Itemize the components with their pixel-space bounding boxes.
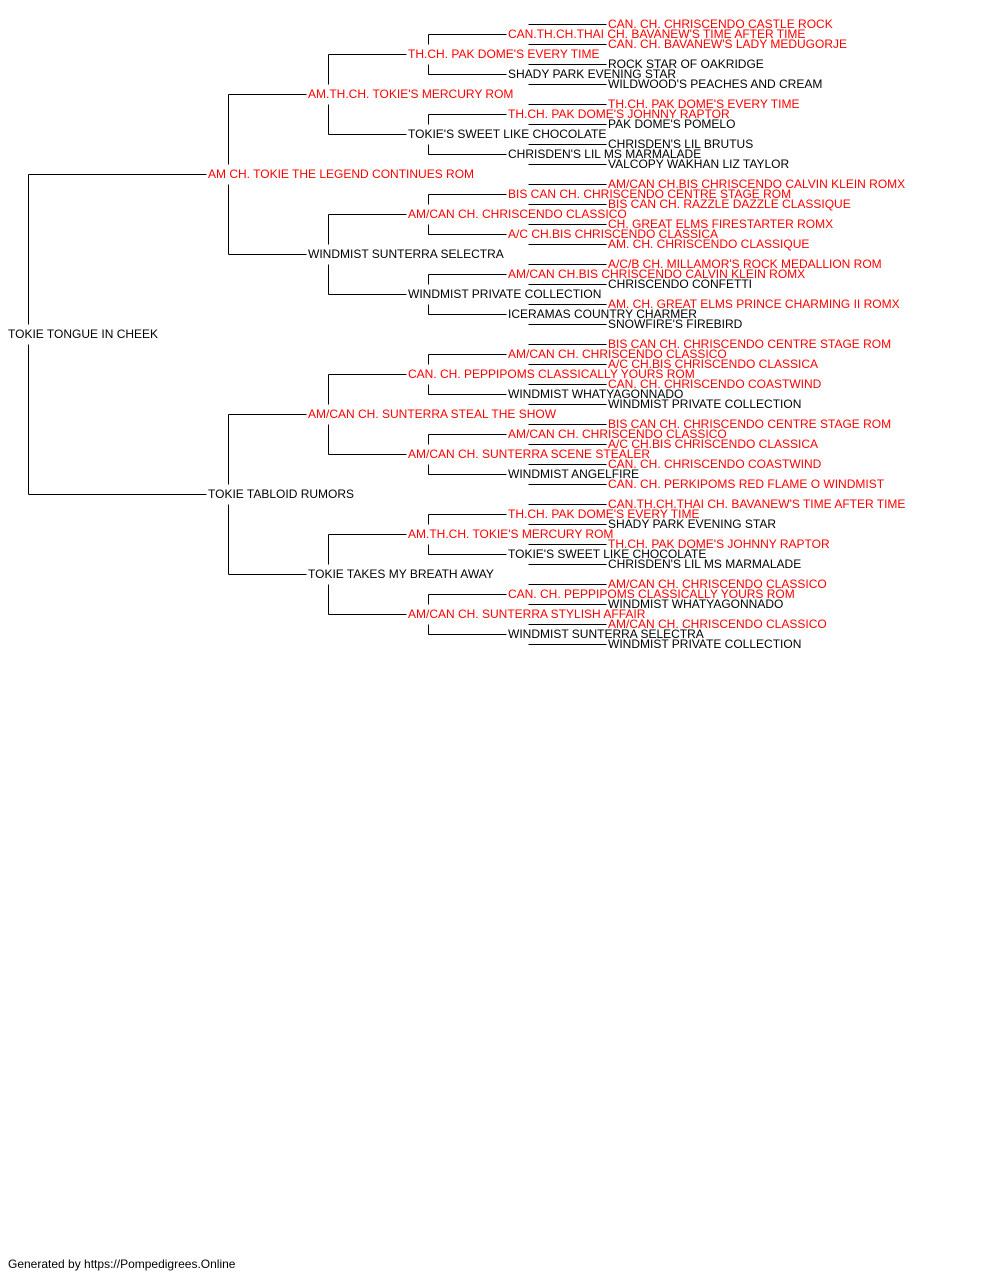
pedigree-node: SNOWFIRE'S FIREBIRD bbox=[608, 317, 743, 331]
pedigree-node: AM.TH.CH. TOKIE'S MERCURY ROM bbox=[308, 87, 514, 101]
pedigree-node: CAN. CH. CHRISCENDO COASTWIND bbox=[608, 457, 822, 471]
pedigree-node: BIS CAN CH. CHRISCENDO CENTRE STAGE ROM bbox=[608, 417, 892, 431]
pedigree-node: CAN. CH. PEPPIPOMS CLASSICALLY YOURS ROM bbox=[508, 587, 795, 601]
pedigree-node: AM/CAN CH. CHRISCENDO CLASSICO bbox=[608, 577, 827, 591]
pedigree-node: PAK DOME'S POMELO bbox=[608, 117, 736, 131]
pedigree-node: WINDMIST PRIVATE COLLECTION bbox=[608, 637, 802, 651]
pedigree-node: AM.TH.CH. TOKIE'S MERCURY ROM bbox=[408, 527, 614, 541]
pedigree-node: AM/CAN CH. SUNTERRA STYLISH AFFAIR bbox=[408, 607, 646, 621]
pedigree-node: ICERAMAS COUNTRY CHARMER bbox=[508, 307, 697, 321]
pedigree-node: CAN. CH. BAVANEW'S LADY MEDUGORJE bbox=[608, 37, 847, 51]
pedigree-node: AM/CAN CH. CHRISCENDO CLASSICO bbox=[508, 427, 727, 441]
pedigree-node: CAN.TH.CH.THAI CH. BAVANEW'S TIME AFTER … bbox=[508, 27, 806, 41]
pedigree-node: CAN. CH. CHRISCENDO COASTWIND bbox=[608, 377, 822, 391]
pedigree-node: TOKIE TONGUE IN CHEEK bbox=[8, 327, 159, 341]
pedigree-node: ROCK STAR OF OAKRIDGE bbox=[608, 57, 764, 71]
pedigree-node: WINDMIST SUNTERRA SELECTRA bbox=[308, 247, 504, 261]
pedigree-node: CAN. CH. PEPPIPOMS CLASSICALLY YOURS ROM bbox=[408, 367, 695, 381]
pedigree-node: A/C CH.BIS CHRISCENDO CLASSICA bbox=[608, 357, 819, 371]
pedigree-node: CHRISDEN'S LIL BRUTUS bbox=[608, 137, 754, 151]
pedigree-node: TOKIE TABLOID RUMORS bbox=[208, 487, 355, 501]
pedigree-node: BIS CAN CH. RAZZLE DAZZLE CLASSIQUE bbox=[608, 197, 851, 211]
pedigree-node: TH.CH. PAK DOME'S EVERY TIME bbox=[608, 97, 800, 111]
pedigree-node: WILDWOOD'S PEACHES AND CREAM bbox=[608, 77, 823, 91]
pedigree-node: AM CH. TOKIE THE LEGEND CONTINUES ROM bbox=[208, 167, 475, 181]
pedigree-node: TH.CH. PAK DOME'S JOHNNY RAPTOR bbox=[608, 537, 830, 551]
pedigree-node: TOKIE'S SWEET LIKE CHOCOLATE bbox=[408, 127, 607, 141]
pedigree-node: CHRISDEN'S LIL MS MARMALADE bbox=[508, 147, 702, 161]
pedigree-node: WINDMIST ANGELFIRE bbox=[508, 467, 640, 481]
pedigree-node: AM/CAN CH. CHRISCENDO CLASSICO bbox=[408, 207, 627, 221]
pedigree-node: CAN. CH. PERKIPOMS RED FLAME O WINDMIST bbox=[608, 477, 885, 491]
pedigree-node: WINDMIST SUNTERRA SELECTRA bbox=[508, 627, 704, 641]
pedigree-node: TH.CH. PAK DOME'S JOHNNY RAPTOR bbox=[508, 107, 730, 121]
pedigree-node: AM. CH. CHRISCENDO CLASSIQUE bbox=[608, 237, 810, 251]
pedigree-node: AM/CAN CH. CHRISCENDO CLASSICO bbox=[608, 617, 827, 631]
pedigree-node: AM/CAN CH. CHRISCENDO CLASSICO bbox=[508, 347, 727, 361]
pedigree-node: TH.CH. PAK DOME'S EVERY TIME bbox=[508, 507, 700, 521]
pedigree-node: CH. GREAT ELMS FIRESTARTER ROMX bbox=[608, 217, 834, 231]
pedigree-node: VALCOPY WAKHAN LIZ TAYLOR bbox=[608, 157, 790, 171]
pedigree-node: A/C/B CH. MILLAMOR'S ROCK MEDALLION ROM bbox=[608, 257, 882, 271]
pedigree-node: A/C CH.BIS CHRISCENDO CLASSICA bbox=[508, 227, 719, 241]
pedigree-node: CAN.TH.CH.THAI CH. BAVANEW'S TIME AFTER … bbox=[608, 497, 906, 511]
pedigree-node: AM/CAN CH.BIS CHRISCENDO CALVIN KLEIN RO… bbox=[608, 177, 906, 191]
pedigree-node: AM/CAN CH.BIS CHRISCENDO CALVIN KLEIN RO… bbox=[508, 267, 806, 281]
pedigree-node: BIS CAN CH. CHRISCENDO CENTRE STAGE ROM bbox=[608, 337, 892, 351]
pedigree-node: SHADY PARK EVENING STAR bbox=[608, 517, 777, 531]
pedigree-node: WINDMIST PRIVATE COLLECTION bbox=[408, 287, 602, 301]
pedigree-node: CHRISCENDO CONFETTI bbox=[608, 277, 752, 291]
pedigree-node: CAN. CH. CHRISCENDO CASTLE ROCK bbox=[608, 17, 833, 31]
pedigree-node: TH.CH. PAK DOME'S EVERY TIME bbox=[408, 47, 600, 61]
footer-credit: Generated by https://Pompedigrees.Online bbox=[8, 1257, 236, 1271]
pedigree-node: A/C CH.BIS CHRISCENDO CLASSICA bbox=[608, 437, 819, 451]
pedigree-node: CHRISDEN'S LIL MS MARMALADE bbox=[608, 557, 802, 571]
pedigree-node: TOKIE'S SWEET LIKE CHOCOLATE bbox=[508, 547, 707, 561]
pedigree-node: WINDMIST PRIVATE COLLECTION bbox=[608, 397, 802, 411]
pedigree-node: TOKIE TAKES MY BREATH AWAY bbox=[308, 567, 494, 581]
pedigree-node: AM. CH. GREAT ELMS PRINCE CHARMING II RO… bbox=[608, 297, 900, 311]
pedigree-node: WINDMIST WHATYAGONNADO bbox=[608, 597, 784, 611]
pedigree-node: SHADY PARK EVENING STAR bbox=[508, 67, 677, 81]
pedigree-node: WINDMIST WHATYAGONNADO bbox=[508, 387, 684, 401]
pedigree-node: BIS CAN CH. CHRISCENDO CENTRE STAGE ROM bbox=[508, 187, 792, 201]
pedigree-node: AM/CAN CH. SUNTERRA SCENE STEALER bbox=[408, 447, 651, 461]
pedigree-node: AM/CAN CH. SUNTERRA STEAL THE SHOW bbox=[308, 407, 557, 421]
